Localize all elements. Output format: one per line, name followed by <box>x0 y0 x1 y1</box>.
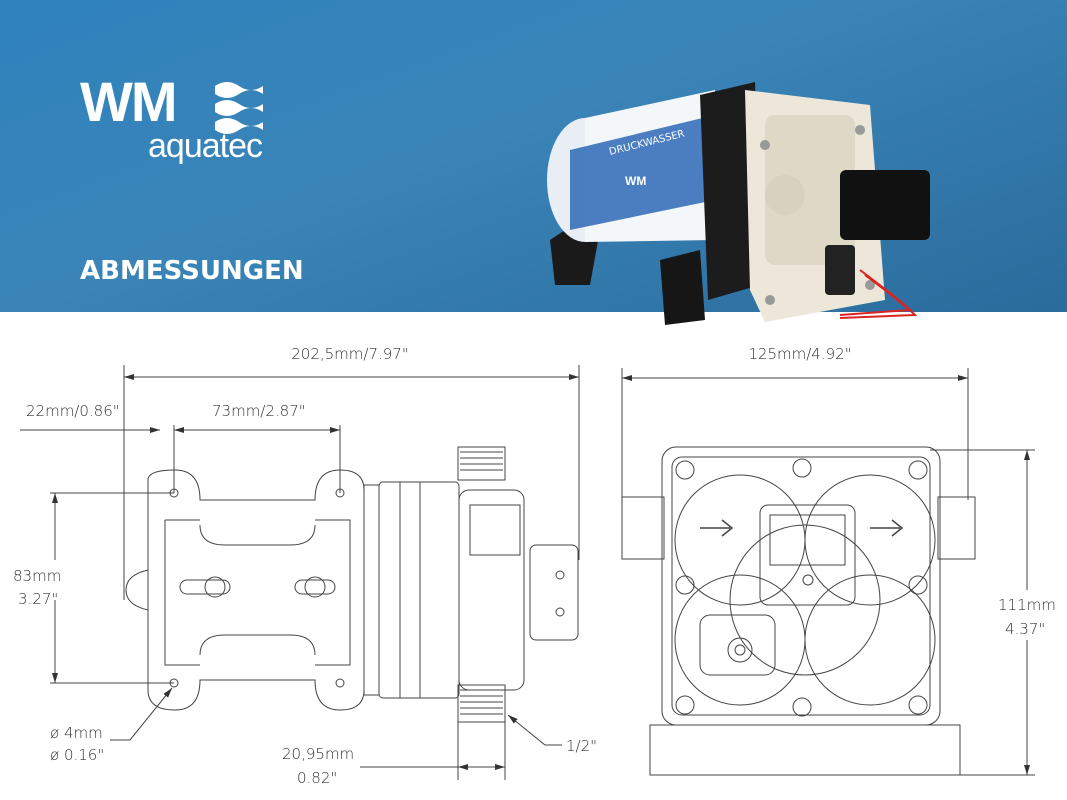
dim-height-mm: 111mm <box>998 596 1056 614</box>
dimension-drawing <box>20 365 1035 780</box>
side-view <box>20 365 580 780</box>
header-banner: WM aquatec ABMESSUNGEN DRUCKWASSER WM <box>0 0 1067 325</box>
dim-edge-to-hole: 22mm/0.86" <box>26 402 120 420</box>
dim-hole-spacing-y-mm: 83mm <box>13 567 62 585</box>
dim-height-in: 4.37" <box>1005 620 1046 638</box>
dim-hole-dia-mm: ø 4mm <box>50 724 103 742</box>
brand-logo: WM <box>80 70 178 133</box>
screws <box>675 458 928 717</box>
product-brand-mark: WM <box>625 174 646 188</box>
dim-thread: 1/2" <box>566 737 598 755</box>
dim-hole-dia-in: ø 0.16" <box>50 746 105 764</box>
dim-width: 125mm/4.92" <box>748 345 852 363</box>
dim-length: 202,5mm/7.97" <box>291 345 409 363</box>
dim-hole-spacing-x: 73mm/2.87" <box>212 402 306 420</box>
waves-logo-icon <box>215 82 263 134</box>
pump-photo: DRUCKWASSER WM <box>547 82 930 325</box>
dim-port-width-in: 0.82" <box>297 769 338 787</box>
brand-sub: aquatec <box>148 127 263 165</box>
front-view <box>621 368 1035 776</box>
page-title: ABMESSUNGEN <box>80 256 304 286</box>
dim-port-width-mm: 20,95mm <box>282 745 355 763</box>
dim-hole-spacing-y-in: 3.27" <box>18 590 59 608</box>
